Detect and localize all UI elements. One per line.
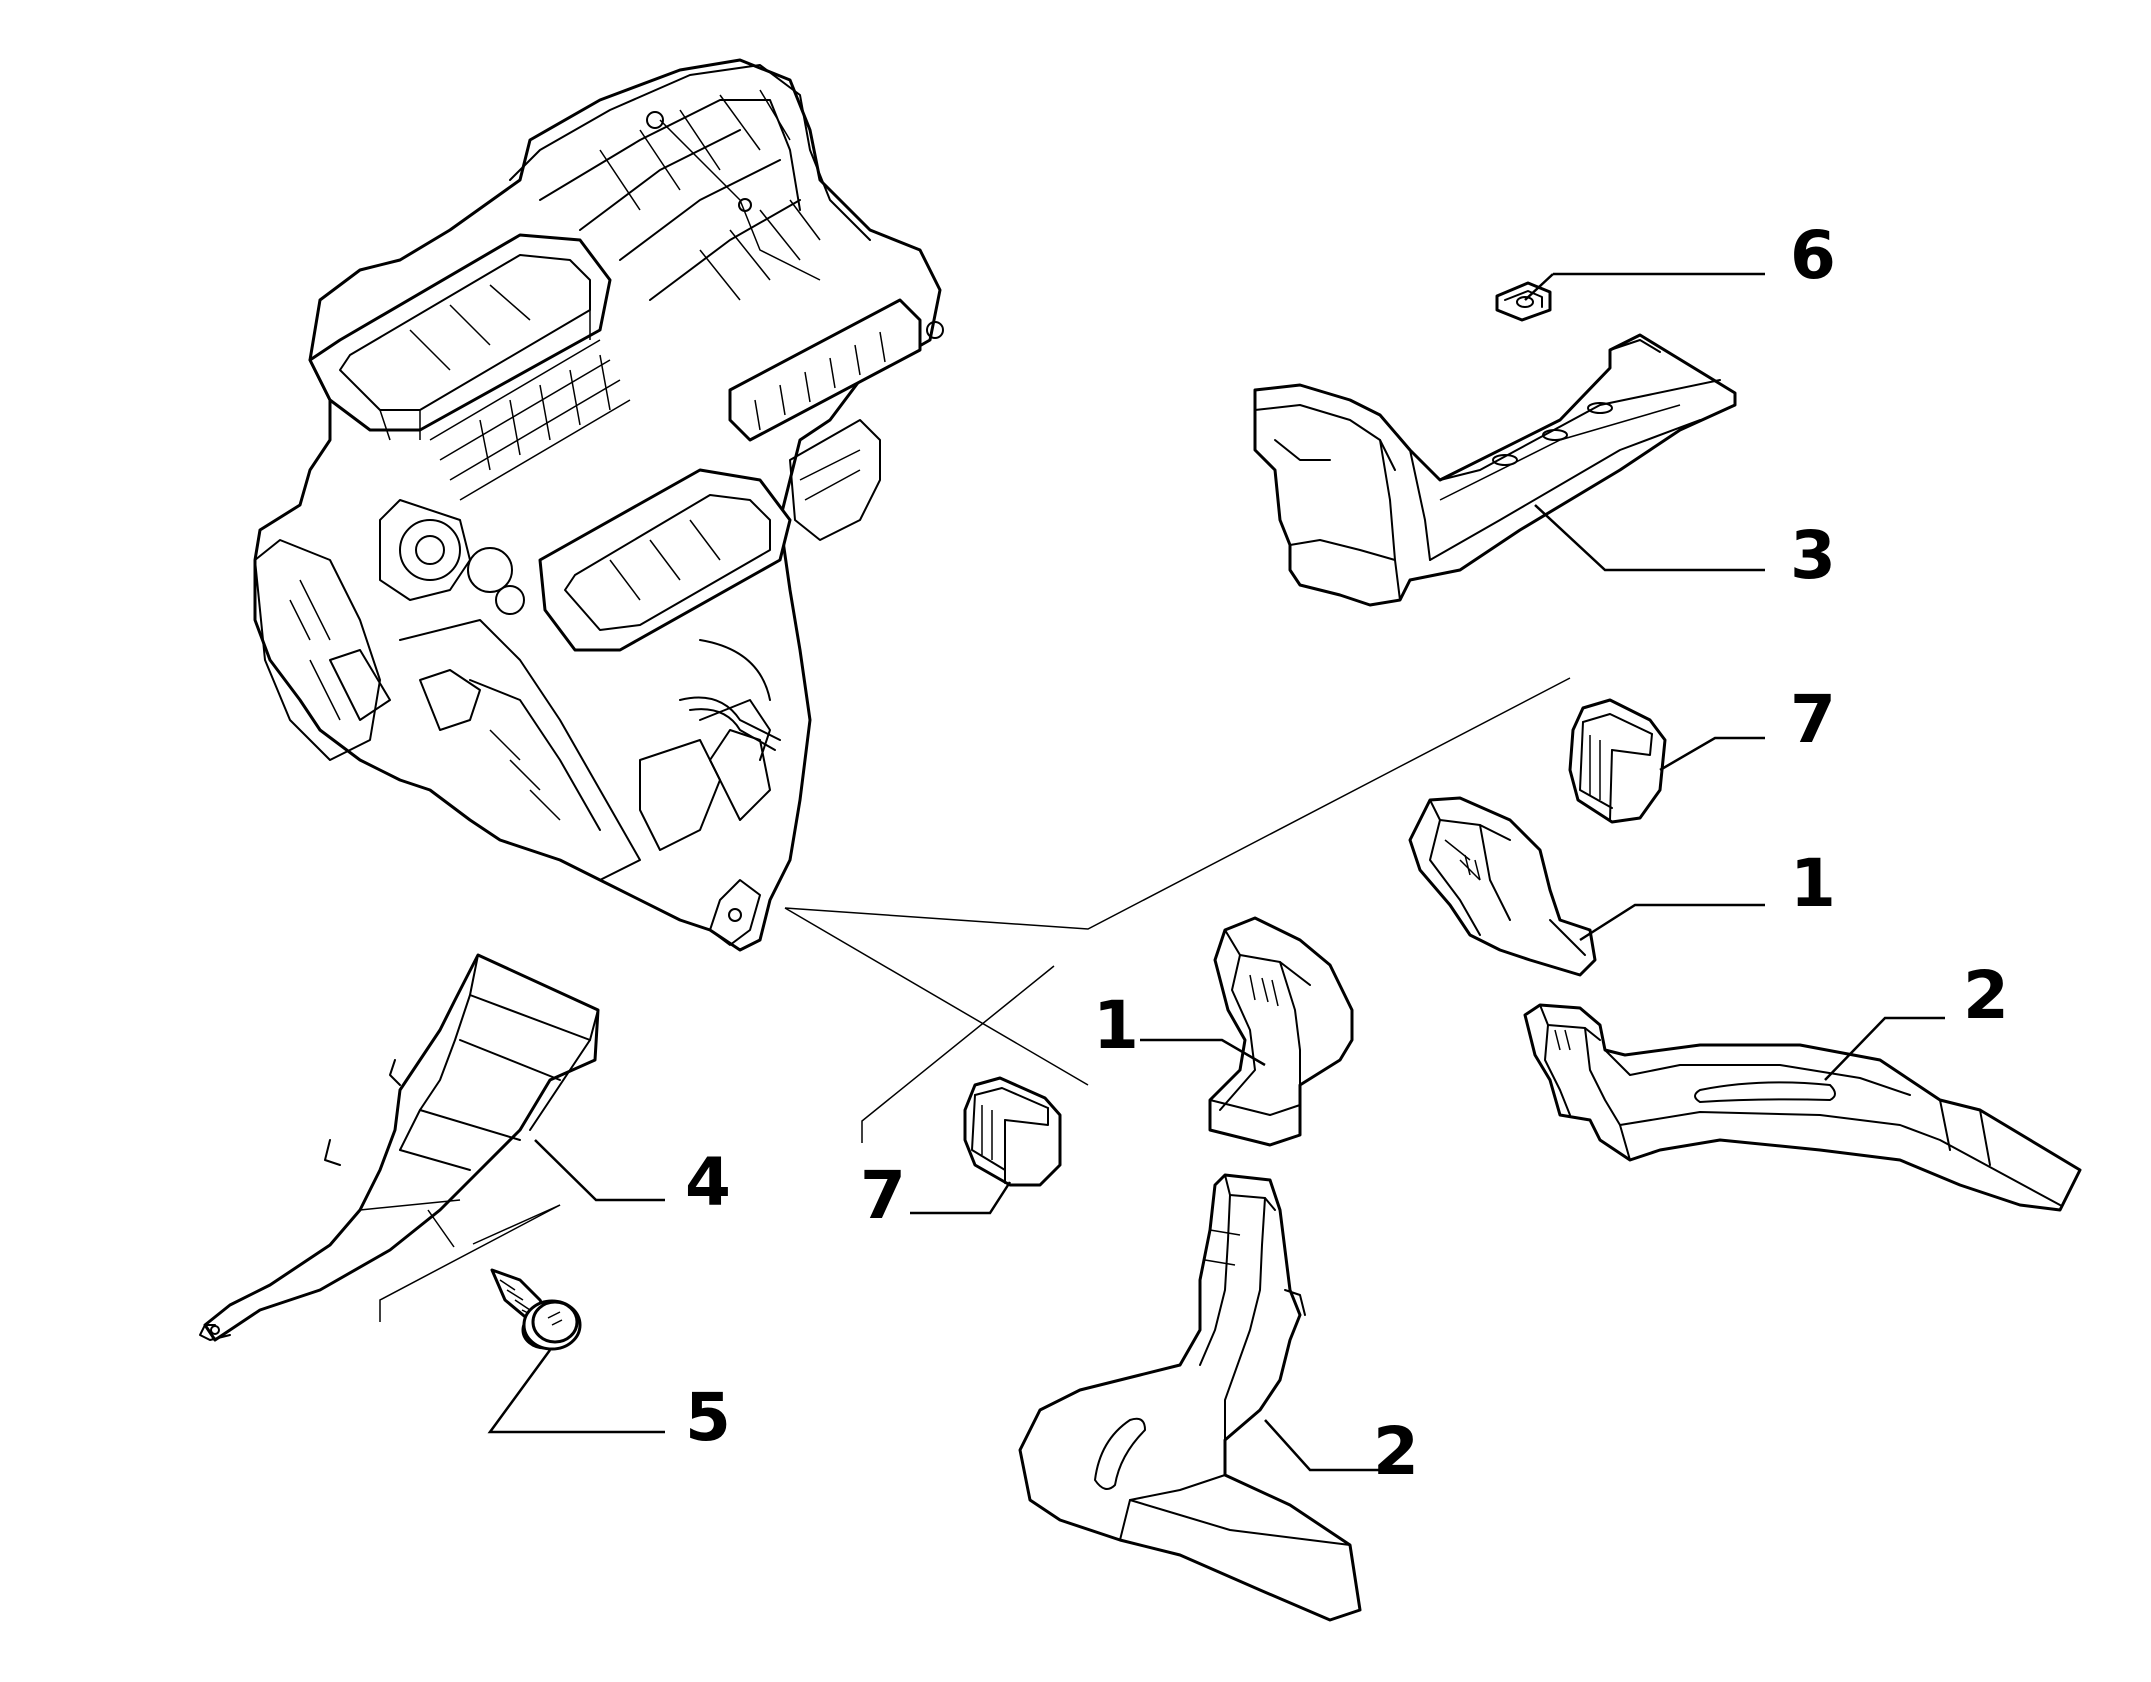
callout-2-bottom: 2	[1373, 1413, 1419, 1490]
assembly-line-d	[379, 1204, 561, 1322]
callout-2-right: 2	[1963, 957, 2009, 1034]
assembly-line-c	[861, 965, 1055, 1143]
callout-labels: 6 3 7 1 2 1 2 7 4 5	[685, 217, 2009, 1490]
part-7-grommet-left	[963, 1076, 1062, 1187]
leader-1-middle	[1140, 1038, 1266, 1067]
part-2-duct-bottom	[1018, 1173, 1362, 1622]
callout-3: 3	[1790, 517, 1836, 594]
callout-7-right: 7	[1790, 681, 1836, 758]
part-3-duct	[1253, 333, 1737, 607]
leader-7-right	[1659, 736, 1765, 772]
leader-5	[487, 1349, 665, 1434]
callout-4: 4	[685, 1144, 731, 1221]
part-1-duct-middle	[1208, 916, 1354, 1147]
assembly-line-b	[784, 677, 1571, 930]
leader-3	[1534, 504, 1765, 572]
part-5-screw	[490, 1268, 582, 1351]
callout-5: 5	[685, 1379, 731, 1456]
part-1-duct-right	[1408, 796, 1597, 977]
assembly-line-e	[427, 1209, 455, 1248]
leader-4	[534, 1139, 665, 1202]
leader-2-right	[1824, 1016, 1945, 1081]
leader-2-bottom	[1264, 1419, 1380, 1472]
part-2-duct-right	[1523, 1003, 2082, 1212]
callout-7-left: 7	[860, 1157, 906, 1234]
leader-6	[1524, 273, 1554, 301]
assembly-line-f	[472, 1204, 561, 1245]
part-6-clip	[1495, 281, 1552, 322]
assembly-line-a	[784, 907, 1089, 1086]
part-7-grommet-right	[1568, 698, 1667, 824]
part-4-duct	[199, 953, 600, 1342]
callout-6: 6	[1790, 217, 1836, 294]
leader-lines	[379, 272, 1945, 1472]
leader-7-left	[910, 1181, 1012, 1215]
callout-1-middle: 1	[1093, 987, 1139, 1064]
callout-1-right: 1	[1790, 845, 1836, 922]
leader-1-right	[1579, 903, 1765, 942]
hvac-housing-assembly	[253, 58, 944, 952]
